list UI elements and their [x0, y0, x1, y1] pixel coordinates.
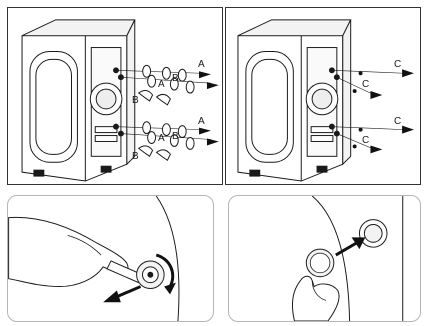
label-a-upper-2: A: [158, 80, 165, 90]
label-c-1: C: [394, 60, 401, 70]
hand: [293, 276, 340, 321]
label-b-upper-2: B: [132, 96, 139, 106]
spacer-b-lower-2: [157, 150, 171, 160]
spacer-b-upper-2: [157, 94, 171, 104]
washing-machine-rear-diagram-ab: [8, 8, 222, 184]
washer-top: [238, 20, 351, 36]
label-b-lower-2: B: [132, 152, 139, 162]
step-panel-remove-bolts-a-b: A A B B A A B B: [7, 7, 223, 185]
label-c-3: C: [394, 117, 401, 127]
washing-machine-rear-diagram-c: [226, 8, 420, 184]
label-a-lower-2: A: [158, 134, 165, 144]
label-c-4: C: [362, 136, 369, 146]
spacer-b-upper-1: [139, 90, 153, 100]
label-b-upper-1: B: [172, 74, 179, 84]
washer-side-edge: [343, 20, 351, 164]
spacer-b-lower-1: [139, 146, 153, 156]
pull-arrow: [103, 290, 121, 302]
bolt-group-upper: [139, 65, 194, 105]
washer-top: [22, 20, 135, 36]
hand-inserting-cap-diagram: [229, 196, 420, 321]
bolt-group-lower: [139, 122, 194, 161]
washer-side-edge: [127, 20, 135, 164]
hand: [9, 217, 128, 286]
label-a-lower-1: A: [198, 117, 205, 127]
step-panel-turn-cap: [7, 195, 214, 322]
label-c-2: C: [362, 80, 369, 90]
label-b-lower-1: B: [172, 132, 179, 142]
hand-removing-cap-diagram: [8, 196, 213, 321]
label-a-upper-1: A: [198, 60, 205, 70]
step-panel-remove-c: C C C C: [225, 7, 421, 185]
step-panel-insert-cap: [228, 195, 421, 322]
